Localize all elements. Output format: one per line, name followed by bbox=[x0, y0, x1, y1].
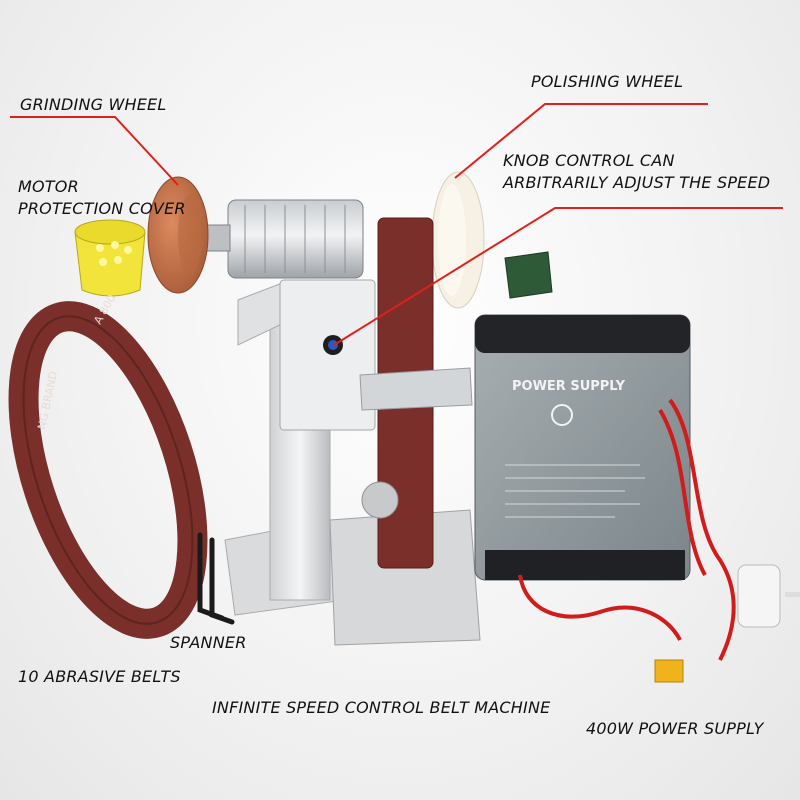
motor-protection-cover bbox=[74, 219, 146, 297]
grinding-wheel bbox=[147, 176, 209, 294]
power-plug bbox=[737, 564, 800, 628]
label-knob-line-1: KNOB CONTROL CAN bbox=[503, 151, 675, 170]
label-spanner: SPANNER bbox=[170, 633, 247, 652]
power-supply: POWER SUPPLY bbox=[474, 314, 691, 581]
power-cables bbox=[518, 398, 736, 661]
belt-guide-plate bbox=[359, 367, 473, 411]
xt60-connector bbox=[654, 659, 684, 683]
pointer-lines bbox=[10, 103, 783, 346]
label-belt-machine: INFINITE SPEED CONTROL BELT MACHINE bbox=[212, 698, 551, 717]
motor-housing bbox=[279, 279, 376, 431]
polishing-compound bbox=[504, 251, 553, 299]
label-grinding-wheel: GRINDING WHEEL bbox=[20, 95, 167, 114]
label-motor: MOTOR bbox=[18, 177, 79, 196]
power-supply-text: POWER SUPPLY bbox=[512, 379, 626, 394]
lower-pulley bbox=[361, 481, 399, 519]
label-knob-line-2: ARBITRARILY ADJUST THE SPEED bbox=[503, 173, 771, 192]
label-abrasive-belts: 10 ABRASIVE BELTS bbox=[18, 667, 181, 686]
speed-knob bbox=[323, 335, 343, 355]
label-polishing-wheel: POLISHING WHEEL bbox=[531, 72, 684, 91]
spanners bbox=[197, 532, 235, 625]
label-power-supply: 400W POWER SUPPLY bbox=[586, 719, 764, 738]
abrasive-belts: A 800 NG BRAND bbox=[8, 292, 208, 639]
label-protection-cover: PROTECTION COVER bbox=[18, 199, 186, 218]
motor bbox=[189, 199, 364, 279]
polishing-wheel bbox=[431, 171, 485, 309]
pointer-grinding-wheel bbox=[10, 116, 179, 186]
pointer-polishing-wheel bbox=[454, 103, 708, 179]
pointer-knob bbox=[333, 207, 783, 346]
